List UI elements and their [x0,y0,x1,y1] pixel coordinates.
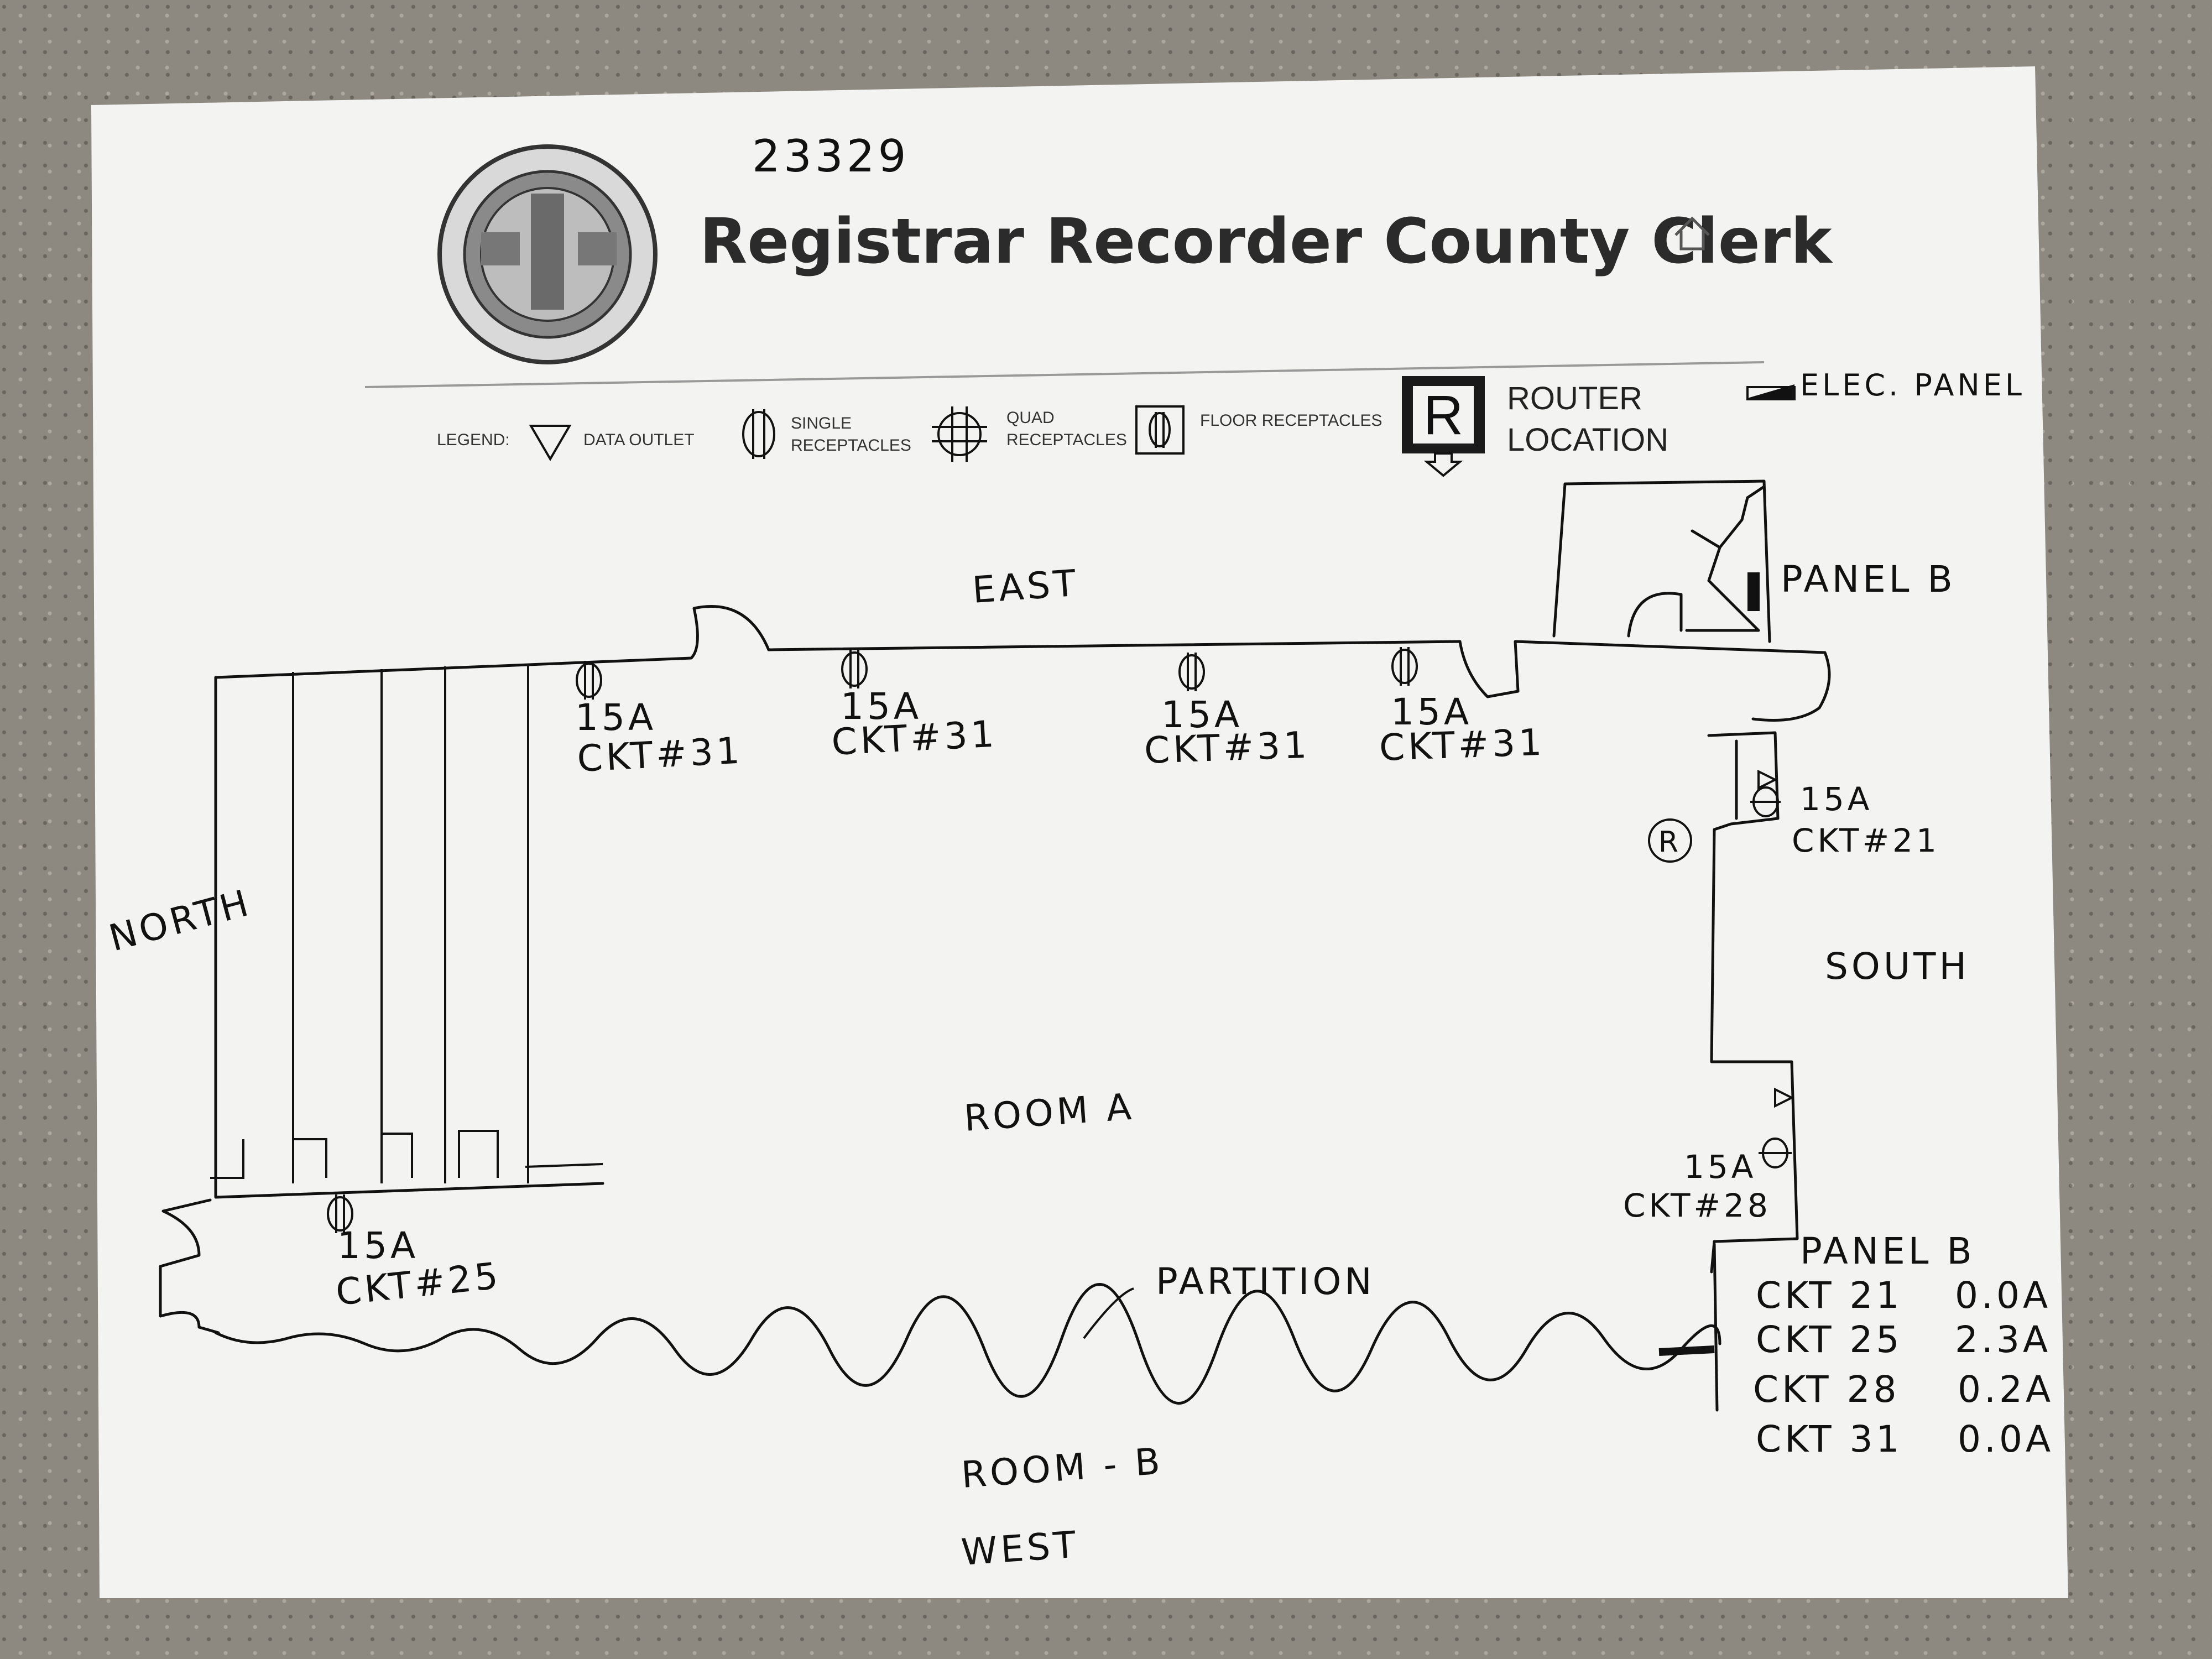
single-receptacle-icon [1750,786,1781,817]
receptacle-circuit: CKT#31 [1379,721,1546,769]
router-symbol: R [1423,384,1463,446]
single-receptacle-icon [841,650,868,688]
receptacle-2: 15A CKT#31 [831,650,998,764]
label-east: EAST [971,562,1081,612]
south-wall [1707,731,1799,1274]
legend-router-1: ROUTER [1507,380,1642,416]
single-receptacle-icon [742,409,775,459]
legend-quad-2: RECEPTACLES [1006,431,1127,449]
west-door [159,1198,220,1334]
data-outlet-icon [1774,1087,1794,1108]
receptacle-amps: 15A [575,696,656,739]
panel-row-amps: 0.0A [1958,1418,2054,1460]
router-location: R [1648,818,1692,863]
elec-panel-icon [1746,384,1796,400]
receptacle-circuit: CKT#31 [831,712,998,764]
storage-partitions [292,664,529,1183]
room-outline [159,479,1831,1412]
receptacle-amps: 15A [1391,691,1472,733]
legend-single-1: SINGLE [791,414,852,432]
panel-row-ckt: CKT 25 [1756,1318,1903,1361]
single-receptacle-icon [1759,1138,1792,1168]
legend-data-outlet: DATA OUTLET [583,431,695,449]
receptacle-circuit: CKT#21 [1792,822,1940,859]
floor-receptacle-icon [1135,405,1185,455]
label-south: SOUTH [1825,945,1970,988]
county-seal-icon [437,144,658,364]
panel-row-amps: 2.3A [1955,1318,2051,1361]
receptacle-5: 15A CKT#21 [1750,769,1940,859]
header-divider [364,361,1765,388]
legend: LEGEND: DATA OUTLET SINGLE RECEPTACLES Q… [437,368,2025,477]
home-icon[interactable] [1674,216,1710,251]
data-outlet-icon [1757,769,1778,790]
receptacle-6: 15A CKT#28 [1623,1087,1794,1224]
panel-row-ckt: CKT 28 [1753,1368,1900,1411]
paper-sheet [91,66,2068,1598]
partition-line [214,1283,1721,1405]
panel-b-box [1747,572,1760,611]
panel-b-table: PANEL B CKT 21 0.0A CKT 25 2.3A CKT 28 0… [1753,1230,2054,1460]
single-receptacle-icon [576,661,602,700]
receptacle-circuit: CKT#31 [1144,724,1311,772]
label-west: WEST [960,1523,1081,1574]
page-title: Registrar Recorder County Clerk [700,206,1833,278]
legend-router-2: LOCATION [1507,422,1668,458]
panel-row-ckt: CKT 21 [1756,1274,1903,1317]
receptacle-amps: 15A [1800,780,1872,818]
legend-single-2: RECEPTACLES [791,436,911,455]
router-location-symbol: R [1658,826,1682,859]
east-wall [214,605,1831,722]
panel-row-ckt: CKT 31 [1756,1418,1903,1460]
document-number: 23329 [752,131,910,182]
legend-quad-1: QUAD [1006,409,1055,427]
quad-receptacle-icon [932,406,987,462]
receptacle-4: 15A CKT#31 [1379,647,1546,769]
receptacle-1: 15A CKT#31 [575,661,744,780]
north-wall [214,676,604,1199]
receptacle-amps: 15A [1161,693,1243,736]
receptacle-3: 15A CKT#31 [1144,653,1311,772]
electrical-room [1552,479,1771,643]
label-panel-b: PANEL B [1781,558,1956,601]
panel-row-amps: 0.2A [1958,1368,2054,1411]
receptacle-circuit: CKT#28 [1623,1187,1771,1224]
receptacle-amps: 15A [841,685,922,728]
router-icon: R [1402,376,1485,477]
single-receptacle-icon [327,1194,353,1233]
legend-elec-panel: ELEC. PANEL [1800,368,2025,403]
label-partition: PARTITION [1156,1260,1375,1303]
single-receptacle-icon [1178,653,1205,691]
receptacle-circuit: CKT#31 [576,729,744,780]
receptacle-amps: 15A [1684,1148,1756,1186]
receptacle-amps: 15A [337,1224,419,1267]
legend-floor: FLOOR RECEPTACLES [1200,411,1383,430]
panel-table-title: PANEL B [1800,1230,1975,1272]
panel-row-amps: 0.0A [1955,1274,2051,1317]
single-receptacle-icon [1391,647,1418,686]
legend-label: LEGEND: [437,431,510,449]
data-outlet-icon [529,425,572,461]
